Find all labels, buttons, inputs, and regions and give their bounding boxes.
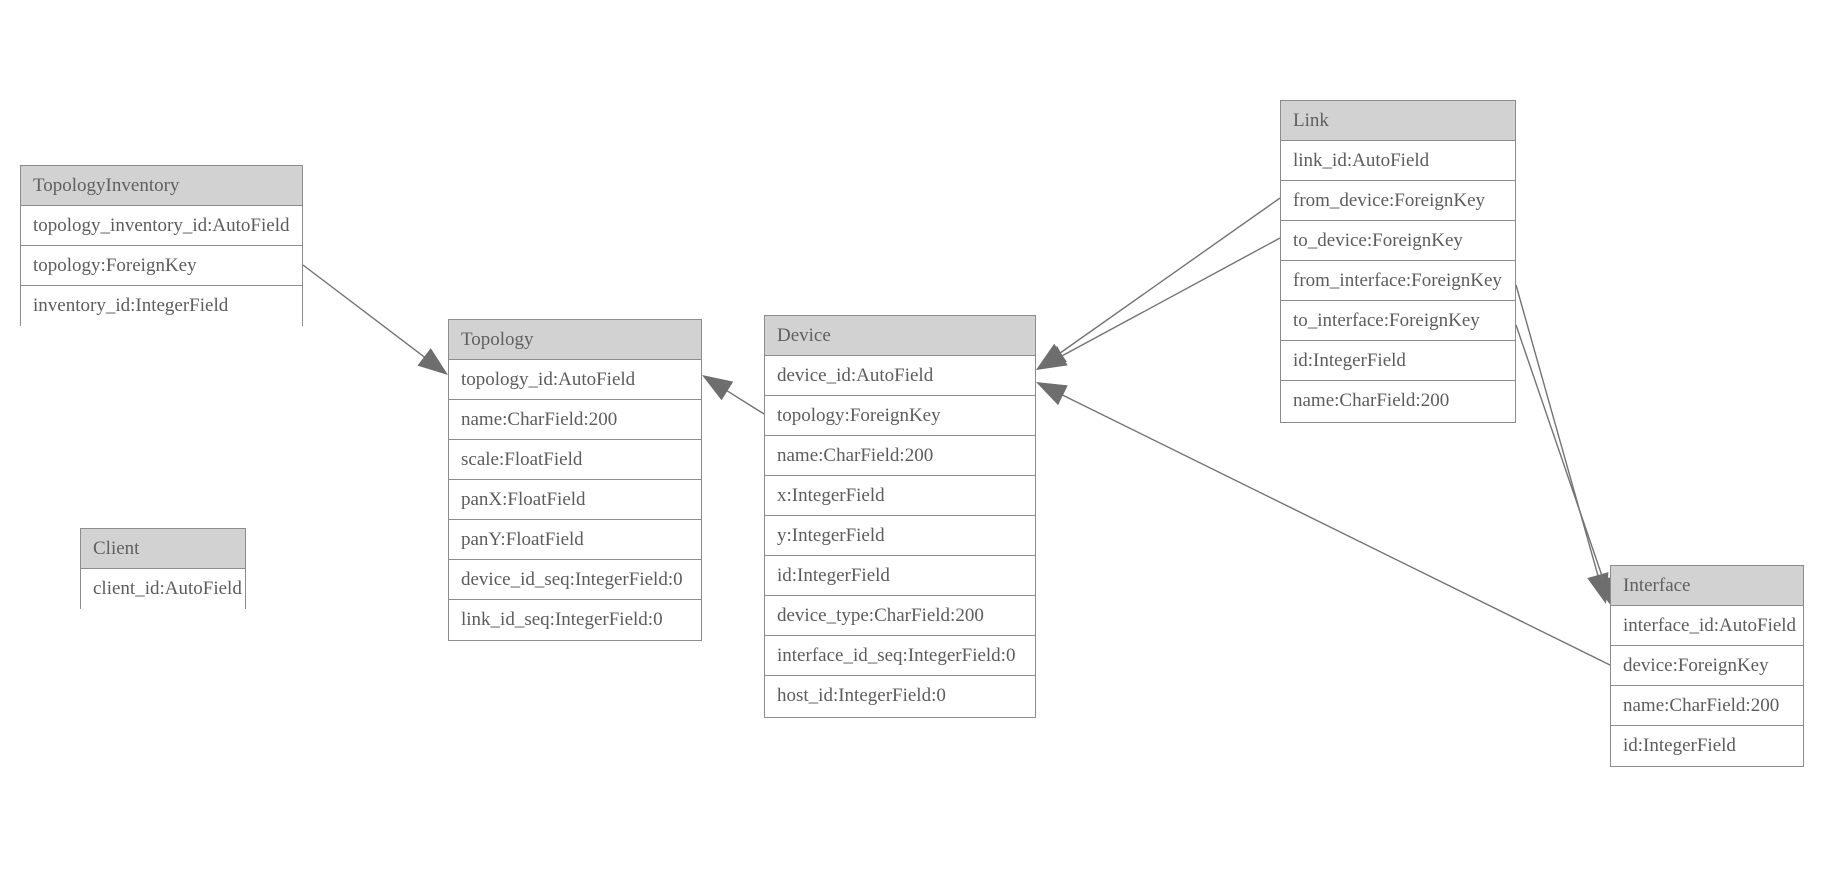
relationship-arrowhead bbox=[417, 348, 448, 375]
entity-field-row[interactable]: to_interface:ForeignKey bbox=[1281, 301, 1515, 341]
entity-field-row[interactable]: name:CharField:200 bbox=[1611, 686, 1803, 726]
entity-field-row[interactable]: name:CharField:200 bbox=[765, 436, 1035, 476]
entity-field-row[interactable]: interface_id:AutoField bbox=[1611, 606, 1803, 646]
relationship-line bbox=[302, 264, 427, 359]
entity-title-device: Device bbox=[765, 316, 1035, 356]
relationship-arrowhead bbox=[1036, 382, 1068, 406]
entity-field-row[interactable]: scale:FloatField bbox=[449, 440, 701, 480]
relationship-line bbox=[1515, 284, 1600, 578]
entity-field-row[interactable]: name:CharField:200 bbox=[449, 400, 701, 440]
entity-field-row[interactable]: host_id:IntegerField:0 bbox=[765, 676, 1035, 716]
entity-title-interface: Interface bbox=[1611, 566, 1803, 606]
relationship-device-topology[interactable]: Device.topology:ForeignKey → Topology.to… bbox=[702, 375, 765, 415]
relationship-line bbox=[1060, 237, 1281, 358]
relationship-link-to-device[interactable]: Link.to_device:ForeignKey → Device.devic… bbox=[1036, 237, 1281, 370]
entity-field-row[interactable]: client_id:AutoField bbox=[81, 569, 245, 609]
entity-field-row[interactable]: to_device:ForeignKey bbox=[1281, 221, 1515, 261]
entity-field-row[interactable]: id:IntegerField bbox=[765, 556, 1035, 596]
entity-field-row[interactable]: topology_inventory_id:AutoField bbox=[21, 206, 302, 246]
entity-field-row[interactable]: from_interface:ForeignKey bbox=[1281, 261, 1515, 301]
entity-field-row[interactable]: topology:ForeignKey bbox=[765, 396, 1035, 436]
entity-title-link: Link bbox=[1281, 101, 1515, 141]
entity-title-client: Client bbox=[81, 529, 245, 569]
entity-title-topologyinventory: TopologyInventory bbox=[21, 166, 302, 206]
entity-field-row[interactable]: x:IntegerField bbox=[765, 476, 1035, 516]
relationship-line bbox=[725, 389, 765, 415]
entity-field-row[interactable]: from_device:ForeignKey bbox=[1281, 181, 1515, 221]
entity-field-row[interactable]: link_id:AutoField bbox=[1281, 141, 1515, 181]
entity-field-row[interactable]: link_id_seq:IntegerField:0 bbox=[449, 600, 701, 640]
entity-title-topology: Topology bbox=[449, 320, 701, 360]
entity-field-row[interactable]: device:ForeignKey bbox=[1611, 646, 1803, 686]
relationship-line bbox=[1060, 393, 1611, 666]
entity-field-row[interactable]: device_type:CharField:200 bbox=[765, 596, 1035, 636]
relationship-line bbox=[1058, 197, 1281, 355]
entity-field-row[interactable]: topology_id:AutoField bbox=[449, 360, 701, 400]
relationship-line bbox=[1515, 324, 1605, 582]
entity-field-row[interactable]: topology:ForeignKey bbox=[21, 246, 302, 286]
relationship-interface-device[interactable]: Interface.device:ForeignKey → Device.dev… bbox=[1036, 382, 1611, 666]
relationship-link-to-interface[interactable]: Link.to_interface:ForeignKey → Interface… bbox=[1515, 324, 1614, 608]
entity-field-row[interactable]: panX:FloatField bbox=[449, 480, 701, 520]
relationship-arrowhead bbox=[1036, 343, 1067, 370]
relationship-arrowhead bbox=[1036, 346, 1068, 370]
entity-field-row[interactable]: name:CharField:200 bbox=[1281, 381, 1515, 421]
entity-field-row[interactable]: panY:FloatField bbox=[449, 520, 701, 560]
entity-field-row[interactable]: interface_id_seq:IntegerField:0 bbox=[765, 636, 1035, 676]
entity-field-row[interactable]: id:IntegerField bbox=[1611, 726, 1803, 766]
entity-field-row[interactable]: id:IntegerField bbox=[1281, 341, 1515, 381]
entity-field-row[interactable]: device_id:AutoField bbox=[765, 356, 1035, 396]
relationship-topologyinventory-topology[interactable]: TopologyInventory.topology:ForeignKey → … bbox=[302, 264, 448, 375]
relationship-arrowhead bbox=[702, 375, 734, 401]
relationship-arrowhead bbox=[1587, 572, 1609, 604]
relationship-link-from-interface[interactable]: Link.from_interface:ForeignKey → Interfa… bbox=[1515, 284, 1609, 604]
entity-field-row[interactable]: device_id_seq:IntegerField:0 bbox=[449, 560, 701, 600]
entity-field-row[interactable]: inventory_id:IntegerField bbox=[21, 286, 302, 326]
relationship-link-from-device[interactable]: Link.from_device:ForeignKey → Device.dev… bbox=[1036, 197, 1281, 370]
entity-field-row[interactable]: y:IntegerField bbox=[765, 516, 1035, 556]
